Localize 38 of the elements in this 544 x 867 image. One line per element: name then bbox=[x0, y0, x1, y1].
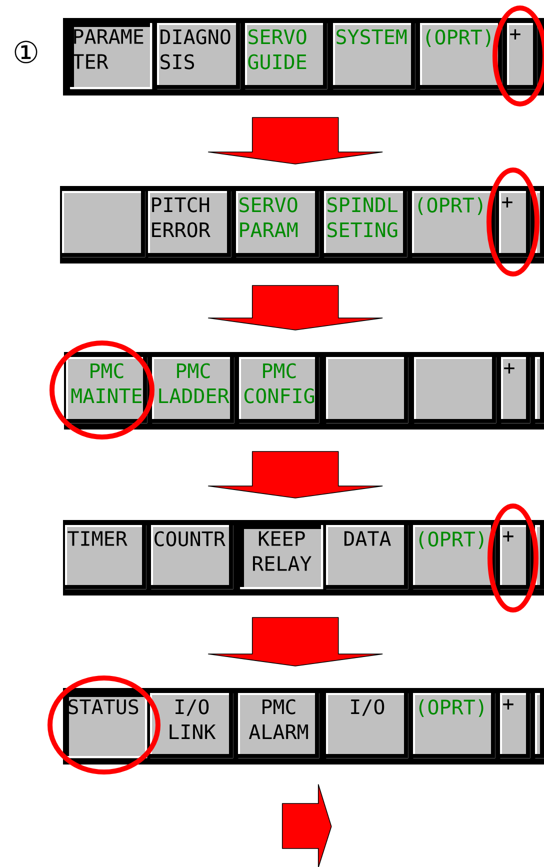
soft-key: PMC CONFIG bbox=[239, 357, 320, 424]
soft-key: + bbox=[501, 357, 530, 424]
soft-key: SPINDL SETING bbox=[324, 191, 408, 258]
step-number: ① bbox=[14, 40, 38, 64]
soft-key: TIMER bbox=[65, 525, 146, 590]
soft-key: KEEP RELAY bbox=[240, 525, 324, 590]
block-arrow bbox=[282, 784, 332, 867]
soft-key bbox=[535, 357, 544, 424]
soft-key: + bbox=[507, 23, 538, 90]
soft-key: SERVO GUIDE bbox=[245, 23, 328, 90]
soft-key: COUNTR bbox=[151, 525, 234, 590]
block-arrow bbox=[208, 451, 383, 498]
soft-key: + bbox=[500, 693, 530, 758]
soft-key: SYSTEM bbox=[333, 23, 416, 90]
soft-key bbox=[414, 357, 496, 424]
block-arrow bbox=[208, 285, 383, 330]
soft-key: PMC MAINTE bbox=[66, 357, 148, 424]
soft-key: PARAME TER bbox=[70, 23, 152, 90]
soft-key bbox=[326, 357, 408, 424]
soft-key: (OPRT) bbox=[412, 191, 496, 258]
soft-key: + bbox=[500, 525, 530, 590]
soft-key bbox=[62, 191, 146, 258]
soft-key: + bbox=[499, 191, 530, 258]
soft-key: PMC ALARM bbox=[238, 693, 320, 758]
soft-key: (OPRT) bbox=[420, 23, 502, 90]
soft-key: STATUS bbox=[65, 693, 148, 758]
soft-key: (OPRT) bbox=[413, 693, 496, 758]
soft-key: PITCH ERROR bbox=[148, 191, 232, 258]
soft-key: PMC LADDER bbox=[152, 357, 234, 424]
soft-key: DIAGNO SIS bbox=[157, 23, 240, 90]
soft-key: SERVO PARAM bbox=[236, 191, 320, 258]
soft-key bbox=[535, 693, 544, 758]
soft-key: (OPRT) bbox=[413, 525, 496, 590]
block-arrow bbox=[208, 617, 383, 666]
soft-key: I/O LINK bbox=[150, 693, 234, 758]
block-arrow bbox=[208, 117, 383, 164]
soft-key: I/O bbox=[326, 693, 408, 758]
soft-key: DATA bbox=[326, 525, 408, 590]
